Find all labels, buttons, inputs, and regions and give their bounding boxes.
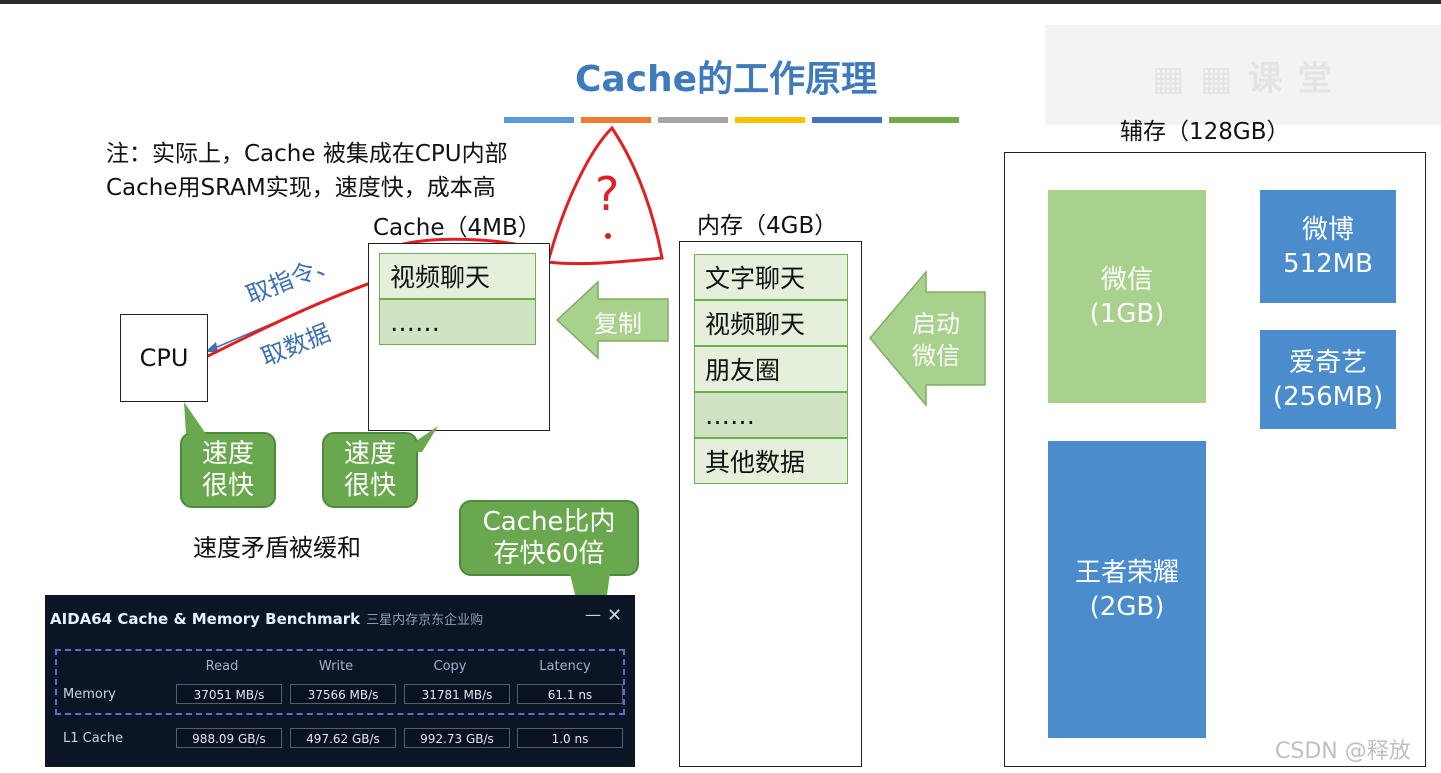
storage-title: 辅存（128GB）	[1120, 119, 1290, 145]
question-mark: ?	[595, 167, 619, 221]
app-wechat-name: 微信	[1100, 264, 1153, 295]
cpu-speed-line-2: 很快	[201, 471, 254, 501]
cpu-speed-bubble: 速度 很快	[180, 432, 276, 508]
app-weibo: 微博 512MB	[1260, 190, 1396, 303]
cache-vs-memory-line-1: Cache比内	[482, 507, 616, 537]
page-title: Cache的工作原理	[575, 59, 878, 100]
memory-latency-value: 61.1 ns	[517, 684, 623, 704]
memory-row-text: 文字聊天	[705, 264, 806, 293]
top-border	[0, 0, 1441, 4]
cache-row-text: 视频聊天	[390, 263, 491, 292]
stripe-6	[889, 117, 959, 123]
stripe-2	[581, 117, 651, 123]
aida64-title: AIDA64 Cache & Memory Benchmark 三星内存京东企业购	[50, 609, 483, 628]
csdn-watermark: CSDN @释放	[1275, 739, 1411, 764]
app-wechat-size: (1GB)	[1089, 298, 1165, 329]
memory-write-value: 37566 MB/s	[290, 684, 396, 704]
stripe-4	[735, 117, 805, 123]
minimize-icon[interactable]: —	[585, 605, 601, 624]
cache-speed-bubble: 速度 很快	[322, 432, 418, 508]
app-honor-of-kings: 王者荣耀 (2GB)	[1048, 441, 1206, 738]
cache-vs-memory-line-2: 存快60倍	[493, 539, 605, 569]
cpu-bubble-tail	[184, 402, 206, 434]
cache-speed-line-2: 很快	[343, 471, 396, 501]
header-write: Write	[318, 659, 354, 674]
stripe-3	[658, 117, 728, 123]
aida64-title-text: AIDA64 Cache & Memory Benchmark	[50, 610, 361, 628]
header-read: Read	[205, 659, 239, 674]
memory-row-text: ……	[705, 400, 755, 430]
cache-speed-line-1: 速度	[343, 439, 396, 469]
app-iqiyi-size: (256MB)	[1272, 381, 1384, 412]
cache-bubble-tail	[400, 426, 438, 452]
l1-latency-value: 1.0 ns	[517, 728, 623, 748]
launch-arrow-label-line-2: 微信	[912, 342, 960, 370]
l1-copy-value: 992.73 GB/s	[404, 728, 510, 748]
memory-read-value: 37051 MB/s	[176, 684, 282, 704]
memory-row-text: 朋友圈	[705, 356, 781, 385]
memory-row: 朋友圈	[694, 346, 848, 392]
storage-box: 微信 (1GB) 微博 512MB 爱奇艺 (256MB) 王者荣耀 (2GB)	[1004, 152, 1426, 767]
cache-box: 视频聊天 ……	[368, 243, 550, 431]
fetch-red-line	[199, 276, 386, 362]
close-icon[interactable]: ✕	[607, 605, 623, 626]
header-latency: Latency	[539, 659, 591, 674]
app-iqiyi-name: 爱奇艺	[1288, 347, 1367, 378]
app-weibo-name: 微博	[1301, 214, 1354, 245]
memory-row-highlight	[55, 649, 625, 715]
copy-arrow-label: 复制	[594, 310, 642, 338]
question-dot	[605, 233, 611, 239]
memory-row-text: 视频聊天	[705, 310, 806, 339]
stripe-1	[504, 117, 574, 123]
course-logo-watermark: ▦ ▦ 课 堂	[1045, 25, 1441, 125]
memory-copy-value: 31781 MB/s	[404, 684, 510, 704]
header-copy: Copy	[433, 659, 467, 674]
cpu-label: CPU	[139, 344, 189, 372]
memory-row: 视频聊天	[694, 300, 848, 346]
app-iqiyi: 爱奇艺 (256MB)	[1260, 330, 1396, 429]
stripe-5	[812, 117, 882, 123]
conflict-text: 速度矛盾被缓和	[193, 534, 361, 562]
app-weibo-size: 512MB	[1283, 248, 1373, 279]
memory-row: 其他数据	[694, 438, 848, 484]
note-line-2: Cache用SRAM实现，速度快，成本高	[106, 175, 496, 201]
row-label-memory: Memory	[63, 687, 116, 702]
cache-row: 视频聊天	[379, 253, 536, 299]
memory-title: 内存（4GB）	[697, 213, 838, 239]
memory-box: 文字聊天 视频聊天 朋友圈 …… 其他数据	[679, 241, 862, 767]
cache-vs-memory-bubble: Cache比内 存快60倍	[459, 500, 639, 576]
cache-title: Cache（4MB）	[373, 215, 541, 241]
l1-write-value: 497.62 GB/s	[290, 728, 396, 748]
launch-arrow-shape	[869, 269, 986, 408]
aida64-subtitle: 三星内存京东企业购	[366, 613, 484, 628]
aida64-benchmark-panel: AIDA64 Cache & Memory Benchmark 三星内存京东企业购…	[45, 595, 635, 767]
note-line-1: 注：实际上，Cache 被集成在CPU内部	[106, 141, 508, 167]
cpu-speed-line-1: 速度	[201, 439, 254, 469]
app-honor-name: 王者荣耀	[1074, 557, 1179, 588]
launch-arrow-label-line-1: 启动	[912, 310, 960, 338]
memory-row: 文字聊天	[694, 254, 848, 300]
copy-arrow-shape	[555, 280, 669, 360]
fetch-arrow-head	[205, 342, 218, 352]
memory-row: ……	[694, 392, 848, 438]
l1-read-value: 988.09 GB/s	[176, 728, 282, 748]
memory-row-text: 其他数据	[705, 448, 806, 477]
app-wechat: 微信 (1GB)	[1048, 190, 1206, 403]
app-honor-size: (2GB)	[1089, 591, 1165, 622]
question-triangle	[546, 125, 664, 266]
cache-row-text: ……	[390, 307, 440, 337]
cpu-box: CPU	[120, 314, 208, 402]
cache-row: ……	[379, 299, 536, 345]
row-label-l1-cache: L1 Cache	[63, 731, 124, 746]
launch-arrow-label: 启动 微信	[912, 308, 960, 372]
